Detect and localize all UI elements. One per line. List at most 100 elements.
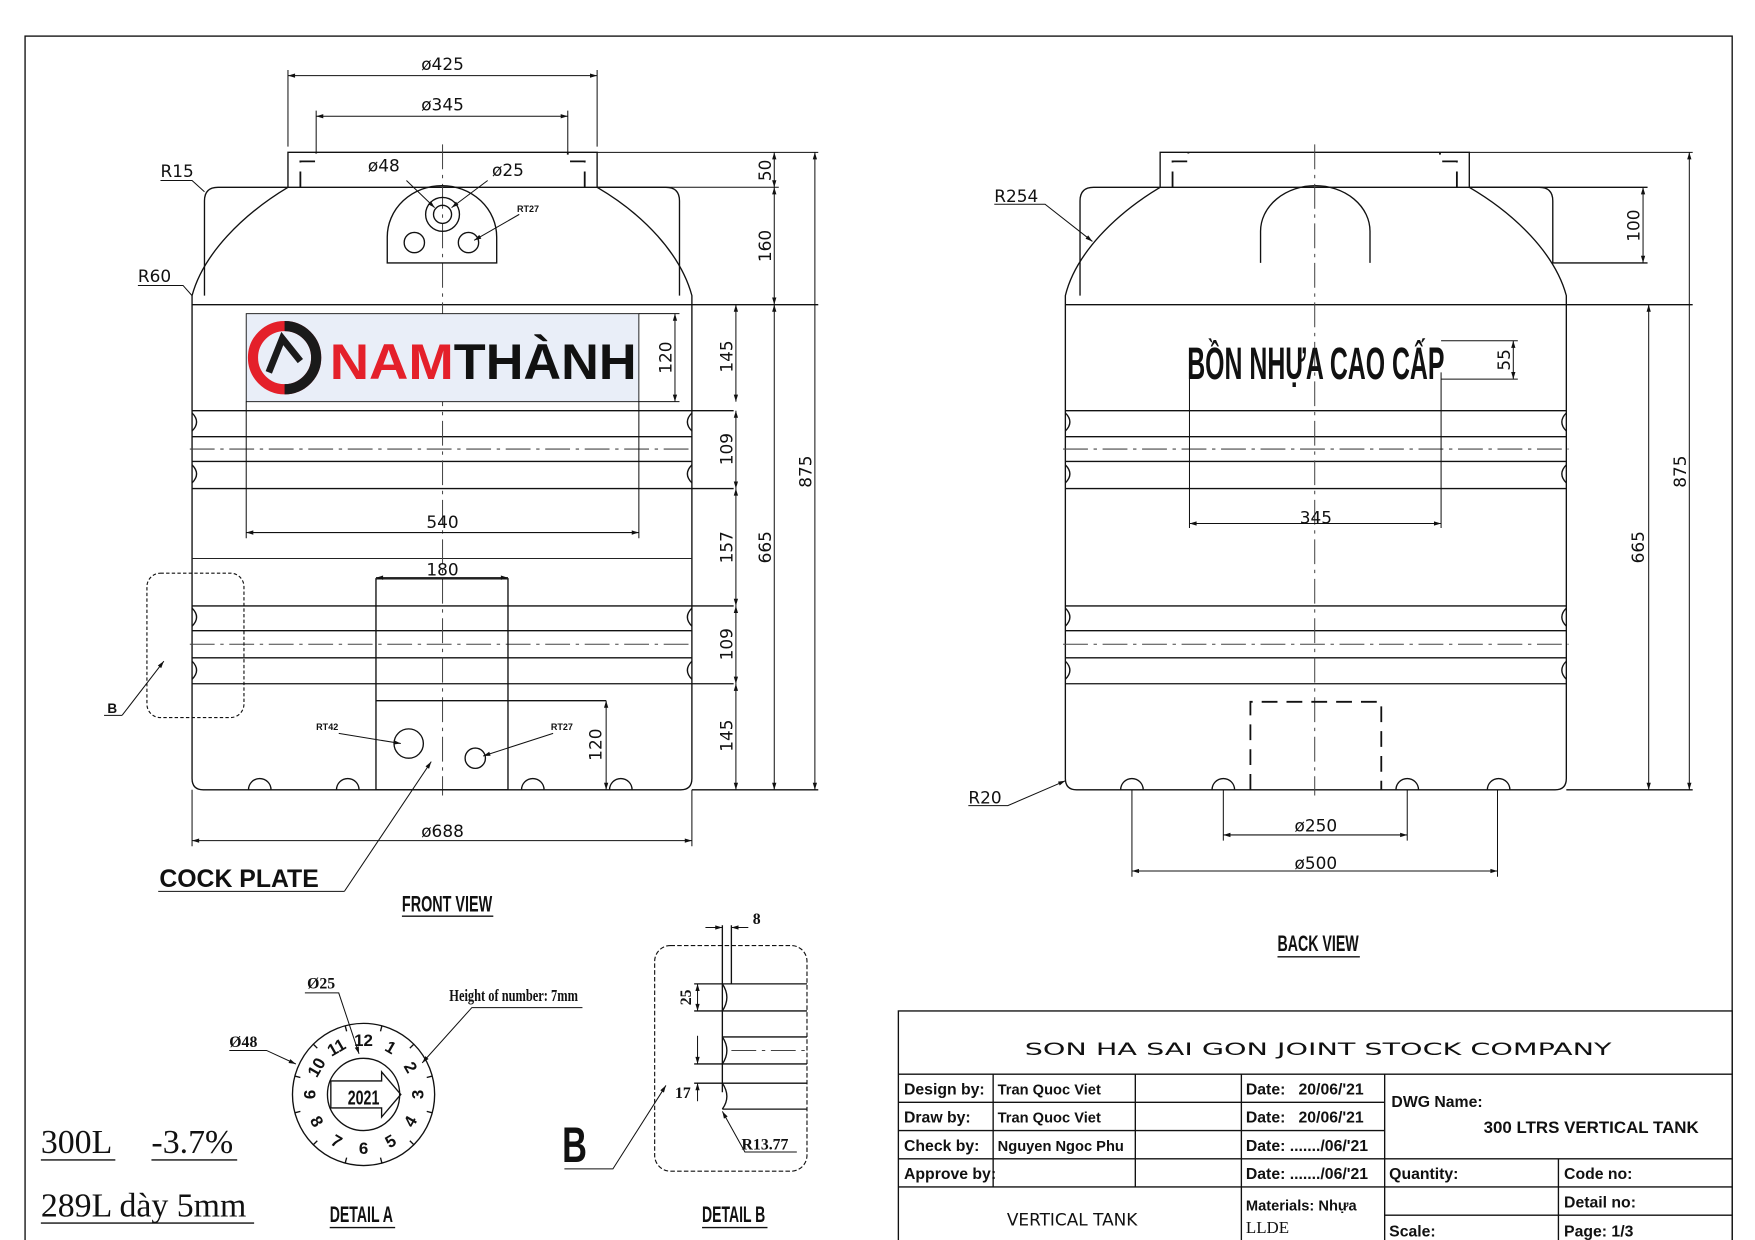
- date-wheel-number: 3: [408, 1090, 427, 1099]
- date-wheel-number: 2: [400, 1059, 421, 1077]
- detail-b-w8: 8: [753, 911, 761, 928]
- detail-a-d48: Ø48: [229, 1034, 257, 1051]
- date-wheel-tick: [379, 1157, 383, 1164]
- detail-b-cloud-border: [654, 944, 808, 1172]
- note-actual: 289L dày 5mm: [41, 1187, 246, 1224]
- capacity-notes: 300L -3.7% 289L dày 5mm: [41, 1124, 255, 1224]
- date-wheel-tick: [312, 1043, 318, 1049]
- dim-h145-a: 145: [717, 340, 737, 372]
- dim-h160: 160: [755, 230, 775, 262]
- cock-plate-stroke: [338, 732, 401, 745]
- row-label-approve: Approve by:: [904, 1166, 996, 1183]
- date-wheel-tick: [294, 1110, 301, 1114]
- cock-plate-stroke: [483, 732, 554, 757]
- detail-b-cloud-stroke: [121, 660, 165, 716]
- product-name: VERTICAL TANK: [1007, 1209, 1138, 1229]
- namthanh-logo-icon: [247, 321, 322, 395]
- dim-h145-b: 145: [717, 720, 737, 752]
- detail-a-title: DETAIL A: [330, 1202, 393, 1227]
- date-wheel-number: 12: [354, 1031, 373, 1050]
- title-block: SON HA SAI GON JOINT STOCK COMPANY Desig…: [897, 1010, 1733, 1240]
- detail-a-stroke: [421, 1007, 583, 1064]
- front-dimensions-stroke: [638, 313, 680, 403]
- scale-label: Scale:: [1389, 1224, 1436, 1240]
- row-date-check: Date: ......./06/'21: [1246, 1138, 1368, 1155]
- detail-a-year: 2021: [348, 1088, 380, 1110]
- title-block-grid: [897, 1010, 1733, 1240]
- dim-d250: ø250: [1295, 816, 1338, 836]
- detail-b-profile-stroke: [694, 983, 807, 1110]
- label-r20: R20: [968, 787, 1001, 807]
- back-dimensions-stroke: [1188, 372, 1442, 529]
- front-dimensions-stroke: [245, 401, 640, 539]
- date-wheel-number: 10: [304, 1055, 330, 1081]
- date-wheel-number: 5: [382, 1131, 400, 1152]
- row-name-design: Tran Quoc Viet: [998, 1082, 1101, 1098]
- year-arrow-icon: [330, 1070, 402, 1119]
- front-tank-outline-stroke: [247, 777, 633, 790]
- materials-label: Materials: Nhựa: [1246, 1199, 1358, 1215]
- dim-h100: 100: [1624, 210, 1644, 242]
- dwg-name-label: DWG Name:: [1391, 1094, 1482, 1111]
- label-r15: R15: [160, 161, 193, 181]
- dim-h157: 157: [717, 531, 737, 563]
- dim-d425: ø425: [421, 54, 464, 74]
- cock-plate-label: COCK PLATE: [159, 866, 318, 893]
- top-fitting-plate-stroke: [406, 180, 435, 208]
- detail-b-cloud: [104, 572, 245, 719]
- front-dimensions-stroke: [191, 789, 693, 847]
- label-b-ref: B: [107, 701, 117, 716]
- sheet-border: [24, 35, 1733, 1240]
- date-wheel-tick: [294, 1075, 301, 1079]
- detail-a-d25: Ø25: [307, 975, 335, 992]
- title-block-grid-stroke: [897, 1010, 1733, 1240]
- back-tank-outline-stroke: [1171, 152, 1458, 188]
- note-tolerance: -3.7%: [151, 1124, 233, 1161]
- dim-h109-a: 109: [717, 433, 737, 465]
- front-tank-outline-stroke: [191, 412, 693, 680]
- dim-h50: 50: [755, 160, 775, 182]
- logo-panel: NAM THÀNH: [245, 313, 640, 403]
- detail-b-profile-stroke: [721, 983, 728, 1110]
- date-wheel-number: 8: [306, 1113, 327, 1131]
- top-fitting-plate-stroke: [424, 196, 461, 232]
- back-tank-outline-stroke: [1119, 777, 1511, 790]
- date-wheel-tick: [344, 1157, 348, 1164]
- namthanh-logo-icon-stroke: [284, 321, 322, 395]
- top-fitting-plate-stroke: [451, 180, 488, 209]
- detail-a-note: Height of number: 7mm: [449, 986, 578, 1005]
- front-view: NAM THÀNH: [104, 54, 819, 917]
- row-date-draw: Date: 20/06/'21: [1246, 1110, 1364, 1127]
- date-wheel-tick: [344, 1025, 348, 1032]
- dim-w688: ø688: [421, 821, 464, 841]
- code-no-label: Code no:: [1564, 1166, 1632, 1183]
- date-wheel-tick: [426, 1075, 433, 1079]
- detail-b-h25: 25: [678, 989, 695, 1005]
- detail-a-stroke: [229, 1049, 297, 1065]
- detail-b: 8 25 17 R13.77 B DETAIL B: [562, 911, 808, 1229]
- logo-text-thanh: THÀNH: [454, 334, 637, 390]
- date-wheel-tick: [409, 1140, 415, 1146]
- date-wheel-number: 9: [300, 1090, 319, 1099]
- namthanh-logo-icon-stroke: [265, 331, 304, 374]
- date-wheel-number: 11: [324, 1035, 349, 1060]
- page-label: Page: 1/3: [1564, 1224, 1634, 1240]
- detail-b-profile-stroke: [564, 1085, 667, 1170]
- date-wheel-tick: [312, 1140, 318, 1146]
- cock-plate-stroke: [343, 761, 432, 892]
- front-tank-outline: [189, 144, 819, 796]
- quantity-label: Quantity:: [1389, 1166, 1458, 1183]
- title-block-grid-stroke: [992, 1074, 1560, 1240]
- dim-h875: 875: [1670, 455, 1690, 487]
- row-label-draw: Draw by:: [904, 1110, 971, 1127]
- date-wheel-number: 4: [400, 1112, 421, 1130]
- dim-h665: 665: [1628, 531, 1648, 563]
- top-fitting-plate-stroke: [457, 231, 480, 254]
- front-tank-outline-stroke: [299, 152, 586, 188]
- label-rt42: RT42: [316, 722, 338, 732]
- back-dimensions-stroke: [968, 780, 1066, 807]
- detail-a-stroke: [304, 992, 360, 1054]
- date-wheel-number: 7: [328, 1131, 346, 1152]
- top-fitting-plate-stroke: [386, 184, 498, 264]
- front-dimensions-stroke: [137, 180, 205, 296]
